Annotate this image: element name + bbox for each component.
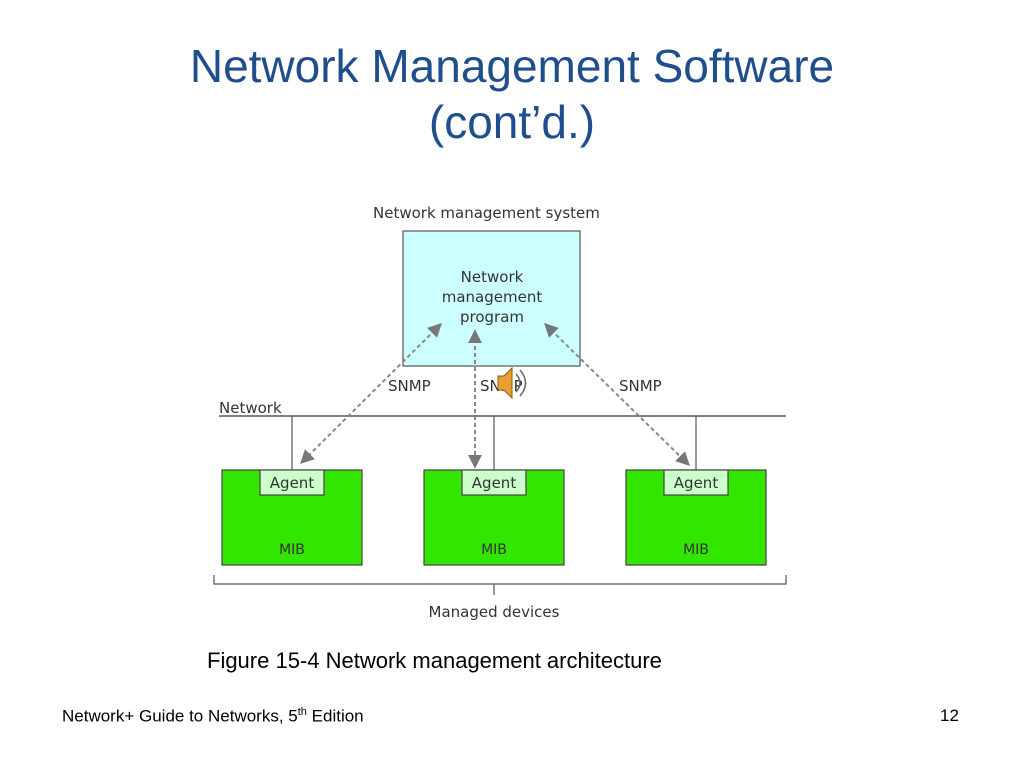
mib-label-3: MIB <box>683 542 709 558</box>
footer-text: Network+ Guide to Networks, 5 <box>62 706 298 726</box>
agent-label-3: Agent <box>674 474 719 492</box>
system-label: Network management system <box>373 204 600 222</box>
snmp-label-1: SNMP <box>388 377 431 395</box>
footer-superscript: th <box>297 706 307 718</box>
managed-label: Managed devices <box>429 603 560 621</box>
footer-source: Network+ Guide to Networks, 5th Edition <box>62 706 364 727</box>
mib-label-1: MIB <box>279 542 305 558</box>
snmp-arrow-left <box>300 323 442 464</box>
page-number: 12 <box>940 706 959 725</box>
title-line-1: Network Management Software <box>189 40 835 92</box>
managed-bracket <box>213 575 787 595</box>
network-label: Network <box>219 399 282 417</box>
agent-label-1: Agent <box>270 474 315 492</box>
snmp-label-3: SNMP <box>619 377 662 395</box>
speaker-icon[interactable] <box>497 366 527 400</box>
page-title: Network Management Software (cont’d.) <box>0 38 1024 150</box>
footer-edition: Edition <box>306 706 364 726</box>
mib-label-2: MIB <box>481 542 507 558</box>
title-line-2: (cont’d.) <box>428 96 596 148</box>
program-label-3: program <box>460 308 524 326</box>
program-label-2: management <box>442 288 543 306</box>
agent-box-1 <box>259 469 325 496</box>
program-label-1: Network <box>461 268 524 286</box>
agent-label-2: Agent <box>472 474 517 492</box>
snmp-arrow-right <box>543 323 691 466</box>
agent-box-2 <box>461 469 527 496</box>
device-box-1 <box>221 469 363 566</box>
figure-caption: Figure 15-4 Network management architect… <box>207 648 662 673</box>
agent-box-3 <box>663 469 729 496</box>
